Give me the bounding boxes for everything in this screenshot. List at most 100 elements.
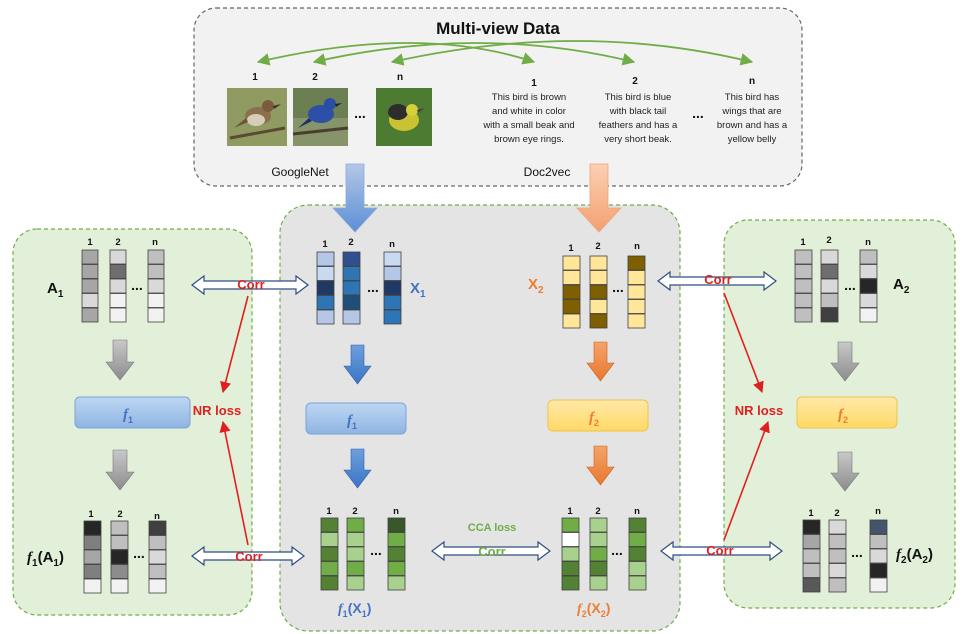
svg-text:brown eye rings.: brown eye rings.: [494, 134, 564, 145]
svg-text:and white in color: and white in color: [492, 106, 566, 117]
vector-cell: [869, 548, 888, 564]
svg-text:n: n: [865, 237, 871, 248]
f1a1-bars-column-3: [148, 520, 167, 594]
image-ellipsis: ...: [354, 105, 366, 121]
label-a1: A1: [47, 280, 64, 300]
vector-cell: [589, 299, 608, 314]
svg-text:f2: f2: [589, 410, 599, 428]
vector-cell: [346, 575, 365, 591]
caption-n: This bird has wings that are brown and h…: [717, 92, 788, 145]
a1-bars-column-3: [147, 249, 165, 323]
vector-cell: [148, 549, 167, 565]
svg-text:This bird is blue: This bird is blue: [605, 92, 672, 103]
vector-cell: [110, 520, 129, 536]
vector-cell: [794, 264, 813, 279]
vector-cell: [383, 309, 402, 325]
vector-cell: [83, 520, 102, 536]
column-index-labels: 1 2 n 1 2 n 1 2 n 1 2 n 1 2 n 1 2 n 1 2 …: [87, 235, 881, 522]
vector-cell: [561, 561, 580, 576]
svg-text:very short beak.: very short beak.: [604, 134, 672, 145]
x1-bars-column-2: [342, 251, 361, 325]
vector-cell: [561, 517, 580, 533]
svg-text:n: n: [875, 506, 881, 517]
vector-cell: [802, 519, 821, 535]
bar-ellipses: ... ... ... ... ... ... ... ...: [131, 277, 863, 561]
vector-cell: [109, 264, 127, 279]
vector-cell: [147, 278, 165, 294]
image-index-2: 2: [312, 72, 318, 83]
a1-bars: [81, 249, 165, 323]
vector-cell: [383, 280, 402, 296]
vector-cell: [320, 532, 339, 547]
vector-cell: [316, 266, 335, 281]
svg-text:2: 2: [348, 237, 353, 248]
svg-text:feathers and has a: feathers and has a: [599, 120, 678, 131]
vector-cell: [869, 563, 888, 578]
svg-text:n: n: [389, 239, 395, 250]
vector-cell: [561, 575, 580, 591]
vector-cell: [589, 313, 608, 329]
svg-text:1: 1: [808, 508, 814, 519]
svg-text:2: 2: [115, 237, 120, 248]
vector-cell: [589, 284, 608, 300]
x1-bars-column-3: [383, 251, 402, 325]
vector-cell: [802, 548, 821, 564]
image-index-n: n: [397, 72, 403, 83]
vector-cell: [820, 264, 839, 279]
a2-bars-column-2: [820, 249, 839, 323]
vector-cell: [83, 564, 102, 579]
f1a1-bars-column-1: [83, 520, 102, 594]
vector-cell: [828, 548, 847, 564]
vector-cell: [859, 293, 878, 308]
vector-cell: [562, 284, 581, 300]
x2-bars: [562, 255, 646, 329]
label-f2-a2: f2(A2): [896, 546, 933, 566]
vector-cell: [316, 251, 335, 267]
svg-text:Corr: Corr: [706, 543, 733, 558]
vector-cell: [589, 575, 608, 591]
f1a1-bars: [83, 520, 167, 594]
vector-cell: [83, 549, 102, 565]
vector-cell: [320, 575, 339, 591]
svg-text:...: ...: [370, 542, 382, 558]
svg-text:wings that are: wings that are: [721, 106, 781, 117]
vector-cell: [147, 293, 165, 308]
vector-cell: [820, 307, 839, 323]
vector-cell: [562, 255, 581, 271]
svg-text:Corr: Corr: [237, 277, 264, 292]
svg-text:...: ...: [844, 277, 856, 293]
vector-cell: [589, 255, 608, 271]
vector-cell: [320, 517, 339, 533]
svg-text:1: 1: [568, 243, 574, 254]
vector-cell: [869, 534, 888, 549]
vector-cell: [828, 534, 847, 549]
label-x1: X1: [410, 280, 426, 300]
vector-cell: [81, 278, 99, 294]
nr-loss-left: NR loss: [193, 403, 241, 418]
vector-cell: [147, 249, 165, 265]
a2-bars-column-1: [794, 249, 813, 323]
svg-text:2: 2: [595, 241, 600, 252]
vector-cell: [387, 517, 406, 533]
label-x2: X2: [528, 276, 544, 296]
vector-cell: [316, 280, 335, 296]
svg-text:n: n: [152, 237, 158, 248]
bird-image-2: [292, 88, 349, 146]
vector-cell: [589, 561, 608, 576]
vector-cell: [859, 307, 878, 323]
vector-cell: [589, 517, 608, 533]
f2a2-bars: [802, 519, 888, 593]
vector-cell: [316, 295, 335, 310]
top-title: Multi-view Data: [436, 19, 560, 38]
nr-loss-arrows: [219, 292, 770, 546]
vector-cell: [628, 517, 647, 533]
vector-cell: [802, 563, 821, 578]
vector-cell: [110, 564, 129, 579]
vector-cell: [859, 249, 878, 265]
vector-cell: [110, 578, 129, 594]
f2a2-bars-column-1: [802, 519, 821, 593]
x1-bars-column-1: [316, 251, 335, 325]
a1-bars-column-1: [81, 249, 99, 323]
vector-cell: [627, 255, 646, 271]
